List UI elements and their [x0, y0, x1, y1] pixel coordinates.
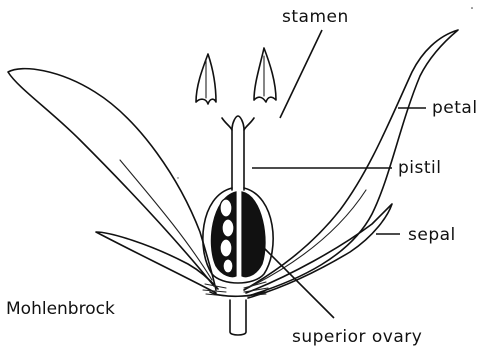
left-petal-inner-line — [120, 160, 212, 280]
pistil-style — [232, 130, 244, 190]
ovule-4 — [223, 259, 233, 273]
ovary-leader — [264, 248, 334, 318]
credit-text: Mohlenbrock — [6, 299, 115, 319]
left-sepal — [96, 232, 218, 293]
speck — [177, 177, 178, 178]
pistil-stigma — [222, 116, 254, 130]
label-sepal: sepal — [408, 225, 456, 245]
stamen-leader — [280, 30, 322, 118]
stamen-anther-right — [254, 48, 276, 102]
ovule-1 — [220, 199, 232, 217]
ovule-2 — [222, 219, 234, 237]
speck — [471, 7, 473, 9]
label-stamen: stamen — [282, 7, 349, 27]
stalk — [230, 300, 246, 335]
ovule-3 — [220, 239, 232, 257]
label-pistil: pistil — [398, 158, 441, 178]
label-petal: petal — [432, 98, 478, 118]
ovary-locule-right — [242, 192, 265, 277]
label-superior-ovary: superior ovary — [292, 327, 422, 347]
left-petal — [8, 69, 216, 290]
